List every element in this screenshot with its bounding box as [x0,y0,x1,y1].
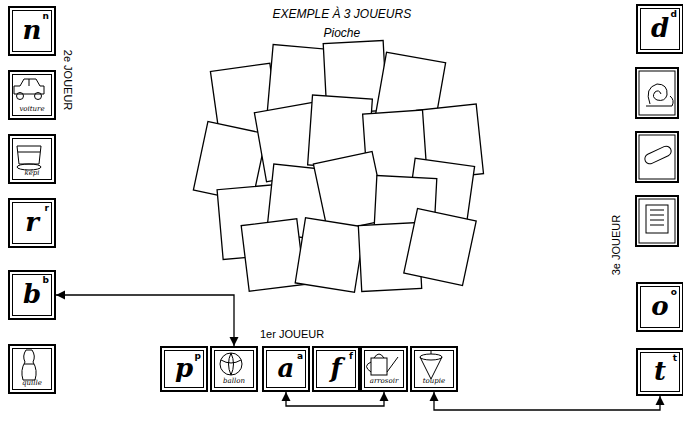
picture-word: arrosoir [362,378,406,385]
match-arrow [286,392,384,406]
letter-card: ff [312,346,360,392]
picture-word: képi [10,170,54,177]
letter-card: dd [636,4,683,54]
letter-card: rr [8,198,56,248]
picture-card: arrosoir [360,346,408,392]
letter-card: nn [8,6,56,56]
corner-letter: n [43,12,49,21]
picture-word: voiture [10,106,54,113]
corner-letter: o [671,288,677,297]
letter-card: oo [636,282,683,332]
picture-word: quille [10,380,54,387]
corner-letter: p [195,352,201,361]
picture-word: ballon [212,378,256,385]
corner-letter: t [673,354,677,363]
pile-label: Pioche [324,27,361,40]
corner-letter: f [349,352,353,361]
picture-card: ballon [210,346,258,392]
player-label: 1er JOUEUR [260,328,324,340]
letter-card: aa [262,346,310,392]
player-label: 3e JOUEUR [610,215,622,276]
corner-letter: b [43,276,49,285]
corner-letter: a [297,352,303,361]
letter-card: pp [160,346,208,392]
diagram-title: EXEMPLE À 3 JOUEURS [273,8,412,21]
picture-card: képi [8,134,56,184]
corner-letter: r [45,204,49,213]
letter-card: tt [636,348,683,396]
picture-card: toupie [410,346,458,392]
letter-card: bb [8,270,56,320]
match-arrow [434,392,660,410]
corner-letter: d [671,10,677,19]
picture-word: toupie [412,378,456,385]
player-label: 2e JOUEUR [62,50,74,111]
picture-card: voiture [8,70,56,120]
picture-card: quille [8,344,56,394]
match-arrow [56,295,234,346]
